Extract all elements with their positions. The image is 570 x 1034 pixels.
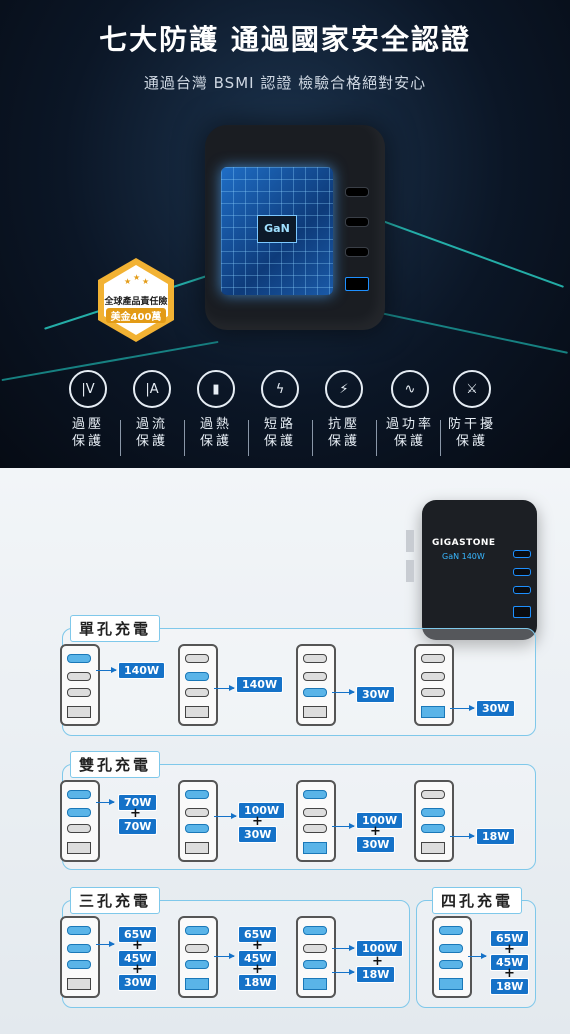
charger-diagram xyxy=(296,644,336,726)
power-label: 30W xyxy=(238,826,278,843)
protection-overvoltage: |V 過壓保護 xyxy=(58,370,118,450)
triple-port-title: 三孔充電 xyxy=(70,887,161,914)
power-label: 18W xyxy=(238,974,278,991)
protection-short-circuit: ϟ 短路保護 xyxy=(250,370,310,450)
power-label: 140W xyxy=(236,676,284,693)
light-streak xyxy=(362,308,568,354)
charger-diagram xyxy=(60,644,100,726)
charger-diagram xyxy=(296,916,336,998)
plug-prong-icon xyxy=(406,560,414,582)
surge-icon: ⚡ xyxy=(325,370,363,408)
charger-diagram xyxy=(432,916,472,998)
charger-diagram xyxy=(414,644,454,726)
charger-diagram xyxy=(296,780,336,862)
power-label: 70W xyxy=(118,794,158,811)
power-label: 18W xyxy=(490,978,530,995)
hero-section: 七大防護 通過國家安全認證 通過台灣 BSMI 認證 檢驗合格絕對安心 GaN … xyxy=(0,0,570,468)
waveform-icon: ∿ xyxy=(391,370,429,408)
power-label: 45W xyxy=(490,954,530,971)
protection-overpower: ∿ 過功率保護 xyxy=(380,370,440,450)
charger-diagram xyxy=(60,916,100,998)
power-label: 18W xyxy=(476,828,516,845)
power-label: 45W xyxy=(238,950,278,967)
light-streak xyxy=(365,214,565,288)
short-circuit-icon: ϟ xyxy=(261,370,299,408)
badge-line2: 美金400萬 xyxy=(106,308,166,323)
power-label: 100W xyxy=(356,940,404,957)
svg-text:★: ★ xyxy=(124,277,131,286)
badge-line1: 全球產品責任險 xyxy=(104,297,168,307)
svg-text:★: ★ xyxy=(142,277,149,286)
hero-title: 七大防護 通過國家安全認證 xyxy=(99,23,471,56)
power-label: 45W xyxy=(118,950,158,967)
usb-c-port-icon xyxy=(345,187,369,197)
charger-diagram xyxy=(414,780,454,862)
gan-chip-label: GaN xyxy=(257,215,297,243)
hero-subtitle: 通過台灣 BSMI 認證 檢驗合格絕對安心 xyxy=(143,74,427,92)
power-label: 65W xyxy=(238,926,278,943)
brand-label: GIGASTONE xyxy=(432,538,496,548)
svg-text:★: ★ xyxy=(133,273,140,282)
circuit-board-image: GaN xyxy=(221,167,333,295)
power-label: 30W xyxy=(356,836,396,853)
dual-port-title: 雙孔充電 xyxy=(70,751,161,778)
power-label: 65W xyxy=(118,926,158,943)
power-label: 30W xyxy=(476,700,516,717)
usb-c-port-icon xyxy=(513,586,531,594)
usb-c-port-icon xyxy=(513,568,531,576)
charger-diagram xyxy=(60,780,100,862)
charger-product-image: GIGASTONE GaN 140W xyxy=(406,500,537,640)
power-label: 65W xyxy=(490,930,530,947)
protection-overcurrent: |A 過流保護 xyxy=(122,370,182,450)
protection-overheat: ▮ 過熱保護 xyxy=(186,370,246,450)
usb-c-port-icon xyxy=(345,247,369,257)
power-label: 18W xyxy=(356,966,396,983)
protection-list: |V 過壓保護 |A 過流保護 ▮ 過熱保護 ϟ 短路保護 ⚡ 抗壓保護 ∿ 過… xyxy=(58,370,528,460)
power-label: 70W xyxy=(118,818,158,835)
shield-icon: ⚔ xyxy=(453,370,491,408)
single-port-title: 單孔充電 xyxy=(70,615,161,642)
power-label: 140W xyxy=(118,662,166,679)
charger-diagram xyxy=(178,916,218,998)
quad-port-title: 四孔充電 xyxy=(432,887,523,914)
usb-a-port-icon xyxy=(345,277,369,291)
plug-prong-icon xyxy=(406,530,414,552)
charger-image: GaN xyxy=(205,125,385,330)
charger-diagram xyxy=(178,644,218,726)
power-label: 30W xyxy=(356,686,396,703)
protection-surge: ⚡ 抗壓保護 xyxy=(314,370,374,450)
insurance-badge: ★ ★ ★ 全球產品責任險 美金400萬 xyxy=(92,256,180,344)
protection-interference: ⚔ 防干擾保護 xyxy=(442,370,502,450)
power-label: 100W xyxy=(238,802,286,819)
model-label: GaN 140W xyxy=(442,552,485,561)
current-icon: |A xyxy=(133,370,171,408)
usb-c-port-icon xyxy=(345,217,369,227)
usb-a-port-icon xyxy=(513,606,531,618)
charger-diagram xyxy=(178,780,218,862)
power-label: 100W xyxy=(356,812,404,829)
voltage-icon: |V xyxy=(69,370,107,408)
power-label: 30W xyxy=(118,974,158,991)
thermometer-icon: ▮ xyxy=(197,370,235,408)
usb-c-port-icon xyxy=(513,550,531,558)
